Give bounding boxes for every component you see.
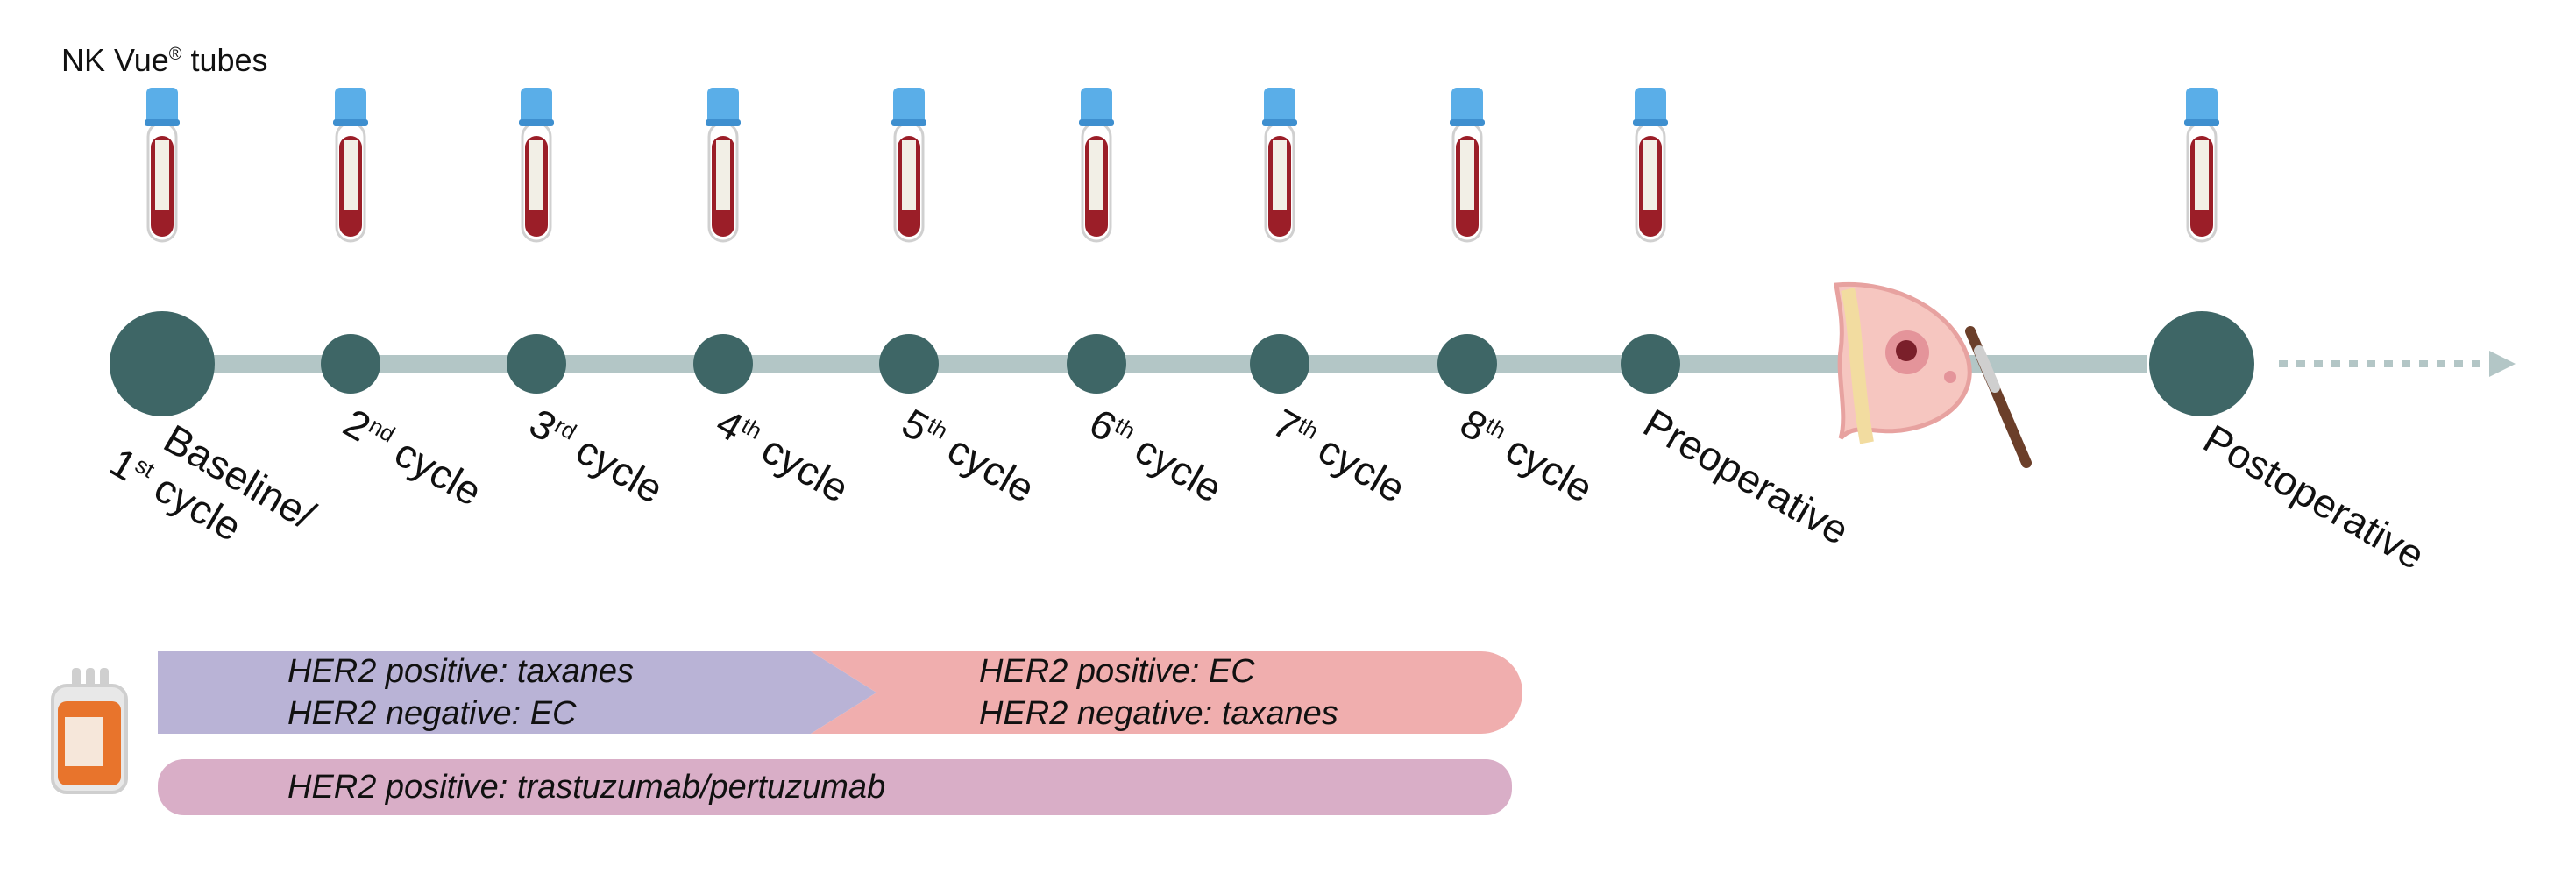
targeted-therapy-bar [158, 759, 1512, 815]
phase2-text: HER2 positive: EC HER2 negative: taxanes [979, 650, 1338, 735]
phase2-line1: HER2 positive: EC [979, 653, 1255, 690]
blood-tube-icon [333, 88, 368, 243]
timepoint-node [507, 334, 566, 394]
blood-tube-icon [2184, 88, 2219, 243]
timepoint-node [1067, 334, 1126, 394]
timepoint-node [1250, 334, 1309, 394]
blood-tube-icon [519, 88, 554, 243]
timepoint-node [110, 311, 215, 416]
blood-tube-icon [891, 88, 926, 243]
timeline-arrowhead [2489, 351, 2516, 377]
breast-surgery-icon [1834, 281, 2032, 468]
timepoint-node [1437, 334, 1497, 394]
timepoint-node [321, 334, 380, 394]
phase1-line2: HER2 negative: EC [287, 695, 577, 732]
blood-tube-icon [1450, 88, 1485, 243]
targeted-line: HER2 positive: trastuzumab/pertuzumab [287, 769, 886, 806]
phase1-bar [158, 651, 876, 734]
phase2-line2: HER2 negative: taxanes [979, 695, 1338, 732]
phase1-text: HER2 positive: taxanes HER2 negative: EC [287, 650, 634, 735]
targeted-text: HER2 positive: trastuzumab/pertuzumab [287, 766, 885, 808]
phase2-bar [811, 651, 1522, 734]
timepoint-node [2149, 311, 2254, 416]
phase1-line1: HER2 positive: taxanes [287, 653, 634, 690]
blood-tube-icon [706, 88, 741, 243]
blood-tube-icon [1262, 88, 1297, 243]
blood-tube-icon [1633, 88, 1668, 243]
blood-tube-icon [145, 88, 180, 243]
tubes-title: NK Vue® tubes [61, 42, 268, 78]
timepoint-node [879, 334, 939, 394]
blood-tube-icon [1079, 88, 1114, 243]
timepoint-node [693, 334, 753, 394]
timepoint-node [1621, 334, 1680, 394]
iv-bag-icon [51, 668, 128, 794]
